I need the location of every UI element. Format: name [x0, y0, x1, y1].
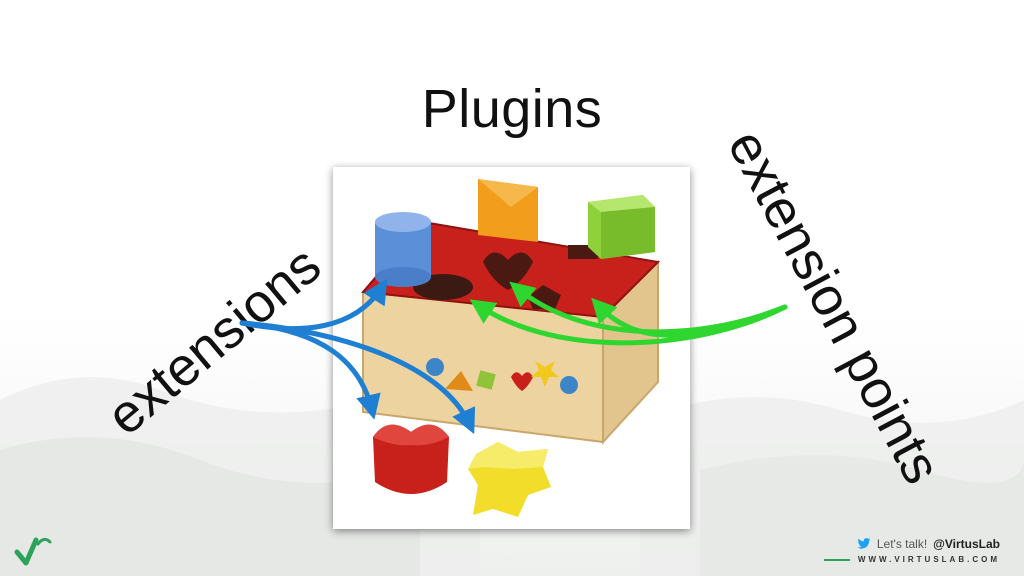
website-link[interactable]: WWW.VIRTUSLAB.COM	[857, 555, 1000, 564]
slide-title: Plugins	[421, 79, 603, 139]
virtuslab-logo	[14, 537, 52, 566]
twitter-handle[interactable]: @VirtusLab	[933, 537, 1000, 551]
footer-contact: Let's talk! @VirtusLab WWW.VIRTUSLAB.COM	[823, 537, 1000, 564]
twitter-bird-icon	[857, 538, 871, 549]
footer-divider	[823, 558, 850, 561]
shape-sorter-photo	[333, 167, 690, 529]
lets-talk-text: Let's talk!	[876, 537, 928, 551]
